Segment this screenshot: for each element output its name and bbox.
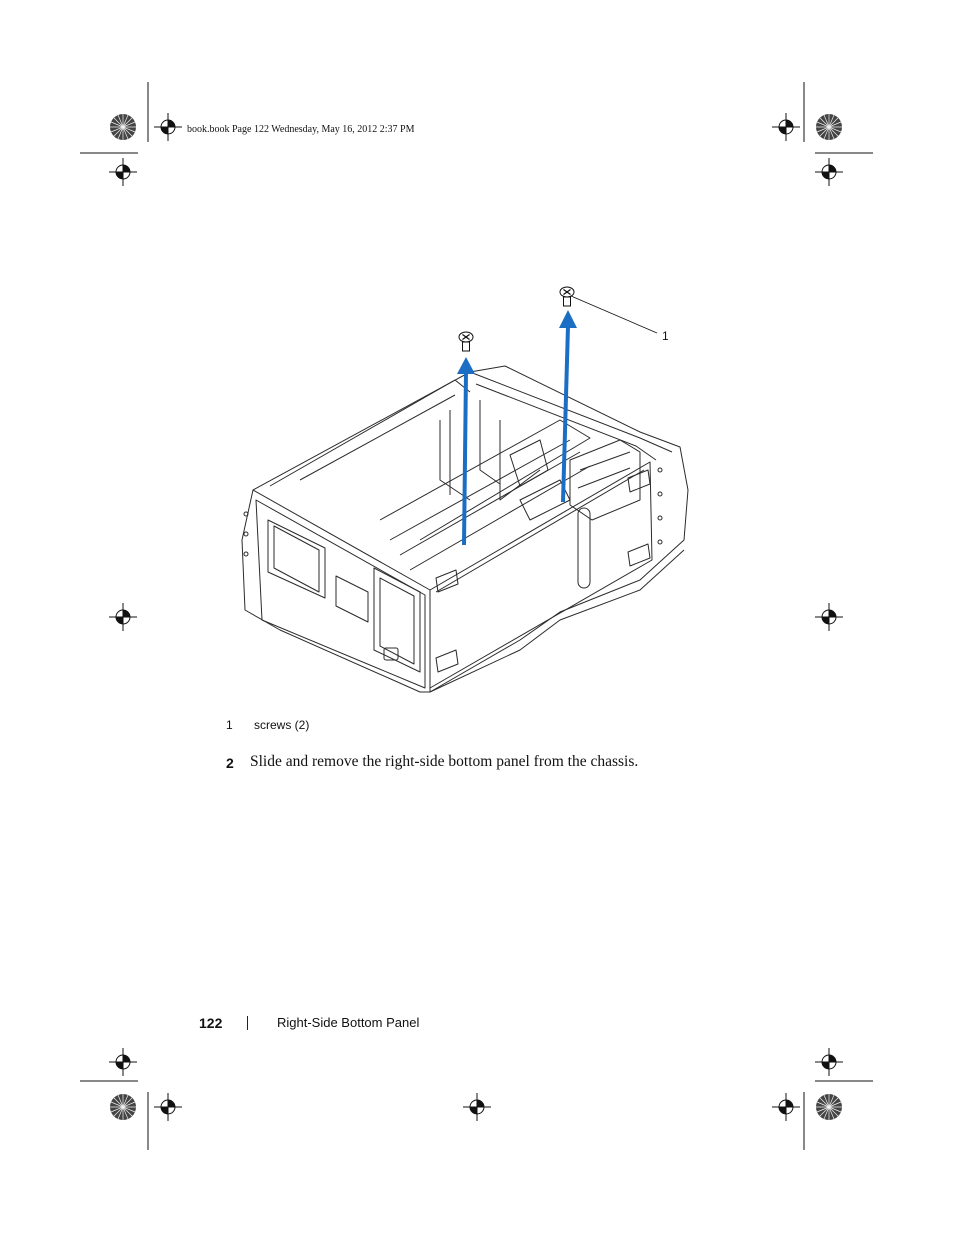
step-text: Slide and remove the right-side bottom p…: [250, 753, 639, 770]
arrow-head-icon: [559, 310, 577, 328]
arrow-up-icon: [462, 371, 468, 546]
step-number: 2: [226, 755, 234, 771]
arrow-head-icon: [457, 357, 475, 374]
caption-number: 1: [226, 718, 233, 732]
page-number: 122: [199, 1015, 223, 1031]
callout-label-1: 1: [662, 329, 669, 343]
arrow-up-icon: [561, 325, 570, 503]
callout-leader: [570, 295, 658, 334]
screw-icon: [458, 331, 474, 352]
section-title: Right-Side Bottom Panel: [277, 1015, 420, 1030]
caption-text: screws (2): [254, 718, 310, 732]
print-header: book.book Page 122 Wednesday, May 16, 20…: [187, 124, 415, 135]
footer-divider: [247, 1016, 248, 1030]
